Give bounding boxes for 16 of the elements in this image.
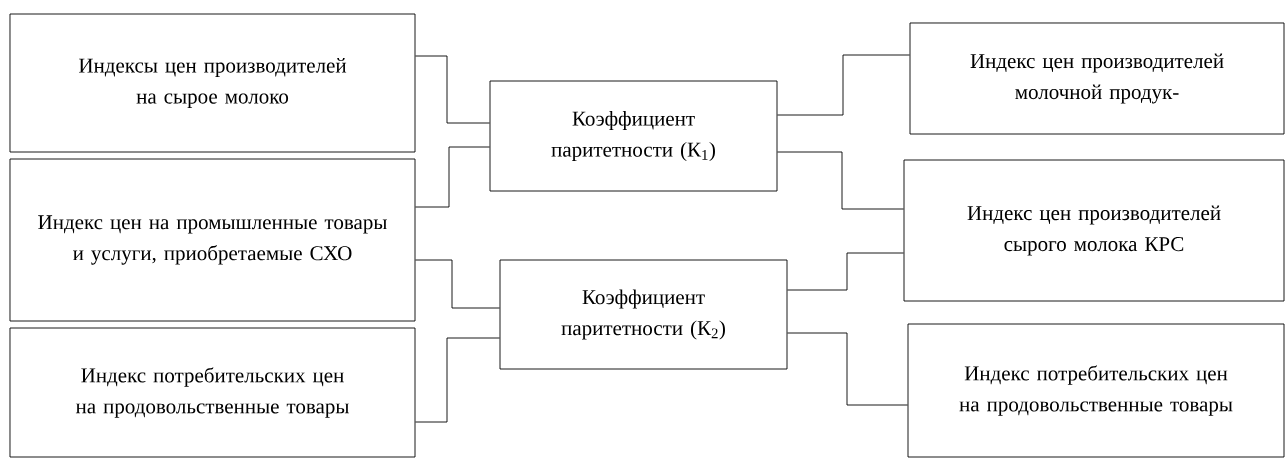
connector-line bbox=[787, 252, 904, 291]
coefficient-box: Коэффициент паритетности (К$_{1}$) bbox=[489, 80, 778, 192]
connector-line bbox=[415, 259, 500, 309]
connector-line bbox=[415, 337, 500, 423]
connector-line bbox=[415, 55, 490, 124]
connector-line bbox=[787, 332, 908, 406]
connector-line bbox=[415, 146, 490, 208]
index-box: Индекс цен на промышленные товары и услуги, приобретаемые СХО bbox=[9, 158, 416, 322]
index-box: Индекс потребительских цен на продовольственные товары bbox=[9, 327, 416, 458]
index-box: Индекс цен производителей сырого молока КРС bbox=[903, 159, 1285, 302]
index-box: Индекс цен производителей молочной продук- bbox=[909, 22, 1285, 135]
connector-line bbox=[777, 151, 904, 210]
index-box: Индексы цен производителей на сырое молоко bbox=[9, 13, 416, 153]
coefficient-box: Коэффициент паритетности (К$_{2}$) bbox=[499, 259, 788, 370]
index-box: Индекс потребительских цен на продовольственные товары bbox=[907, 323, 1285, 458]
connector-line bbox=[777, 54, 910, 116]
